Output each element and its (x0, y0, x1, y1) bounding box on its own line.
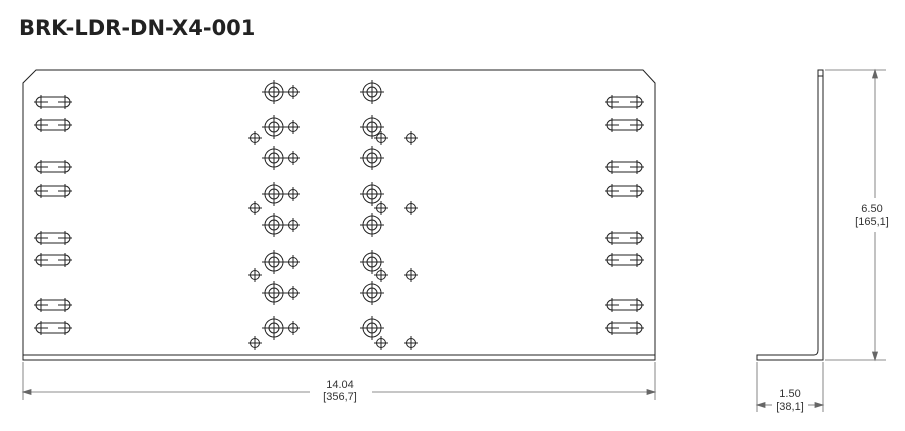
hole-pattern (34, 80, 644, 350)
front-view (22, 69, 656, 361)
flange-dimension-mm: [38,1] (776, 401, 804, 413)
height-dimension-inch: 6.50 (861, 203, 882, 215)
part-number-title: BRK-LDR-DN-X4-001 (19, 16, 256, 40)
height-dimension-mm: [165,1] (855, 216, 889, 228)
width-dimension (21, 362, 657, 400)
height-dimension (825, 68, 886, 362)
width-dimension-mm: [356,7] (323, 391, 357, 403)
width-dimension-inch: 14.04 (326, 379, 354, 391)
plate-outline (22, 69, 656, 361)
flange-dimension (755, 362, 825, 412)
side-view (756, 69, 824, 361)
flange-dimension-inch: 1.50 (779, 388, 800, 400)
